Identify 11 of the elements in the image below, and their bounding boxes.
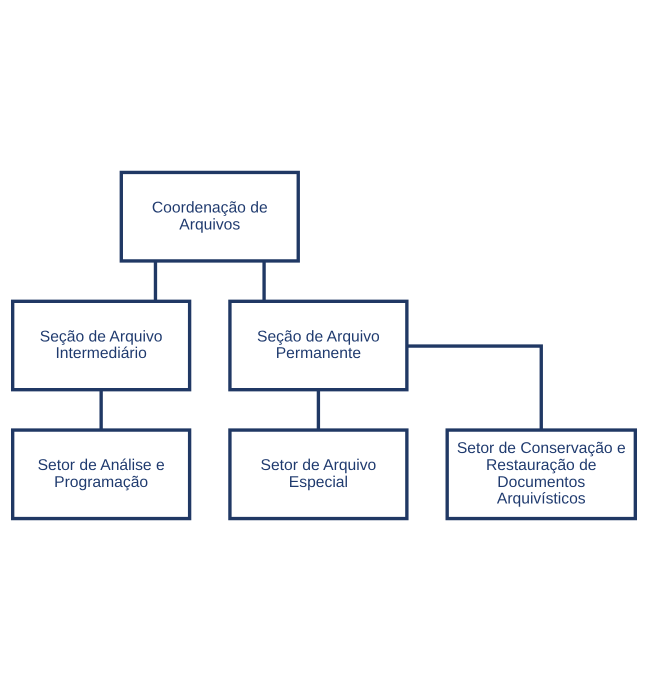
node-box: Setor de Arquivo Especial bbox=[228, 428, 409, 520]
connector bbox=[99, 390, 103, 430]
node-box: Seção de Arquivo Intermediário bbox=[11, 300, 192, 392]
node-box: Seção de Arquivo Permanente bbox=[228, 300, 409, 392]
connector bbox=[316, 390, 320, 430]
connector bbox=[262, 261, 266, 302]
connector bbox=[154, 261, 158, 302]
node-box: Setor de Análise e Programação bbox=[11, 428, 192, 520]
node-box: Coordenação de Arquivos bbox=[120, 170, 300, 263]
node-box: Setor de Conservação e Restauração de Documentos Arquivísticos bbox=[446, 428, 637, 520]
connector bbox=[407, 344, 543, 430]
